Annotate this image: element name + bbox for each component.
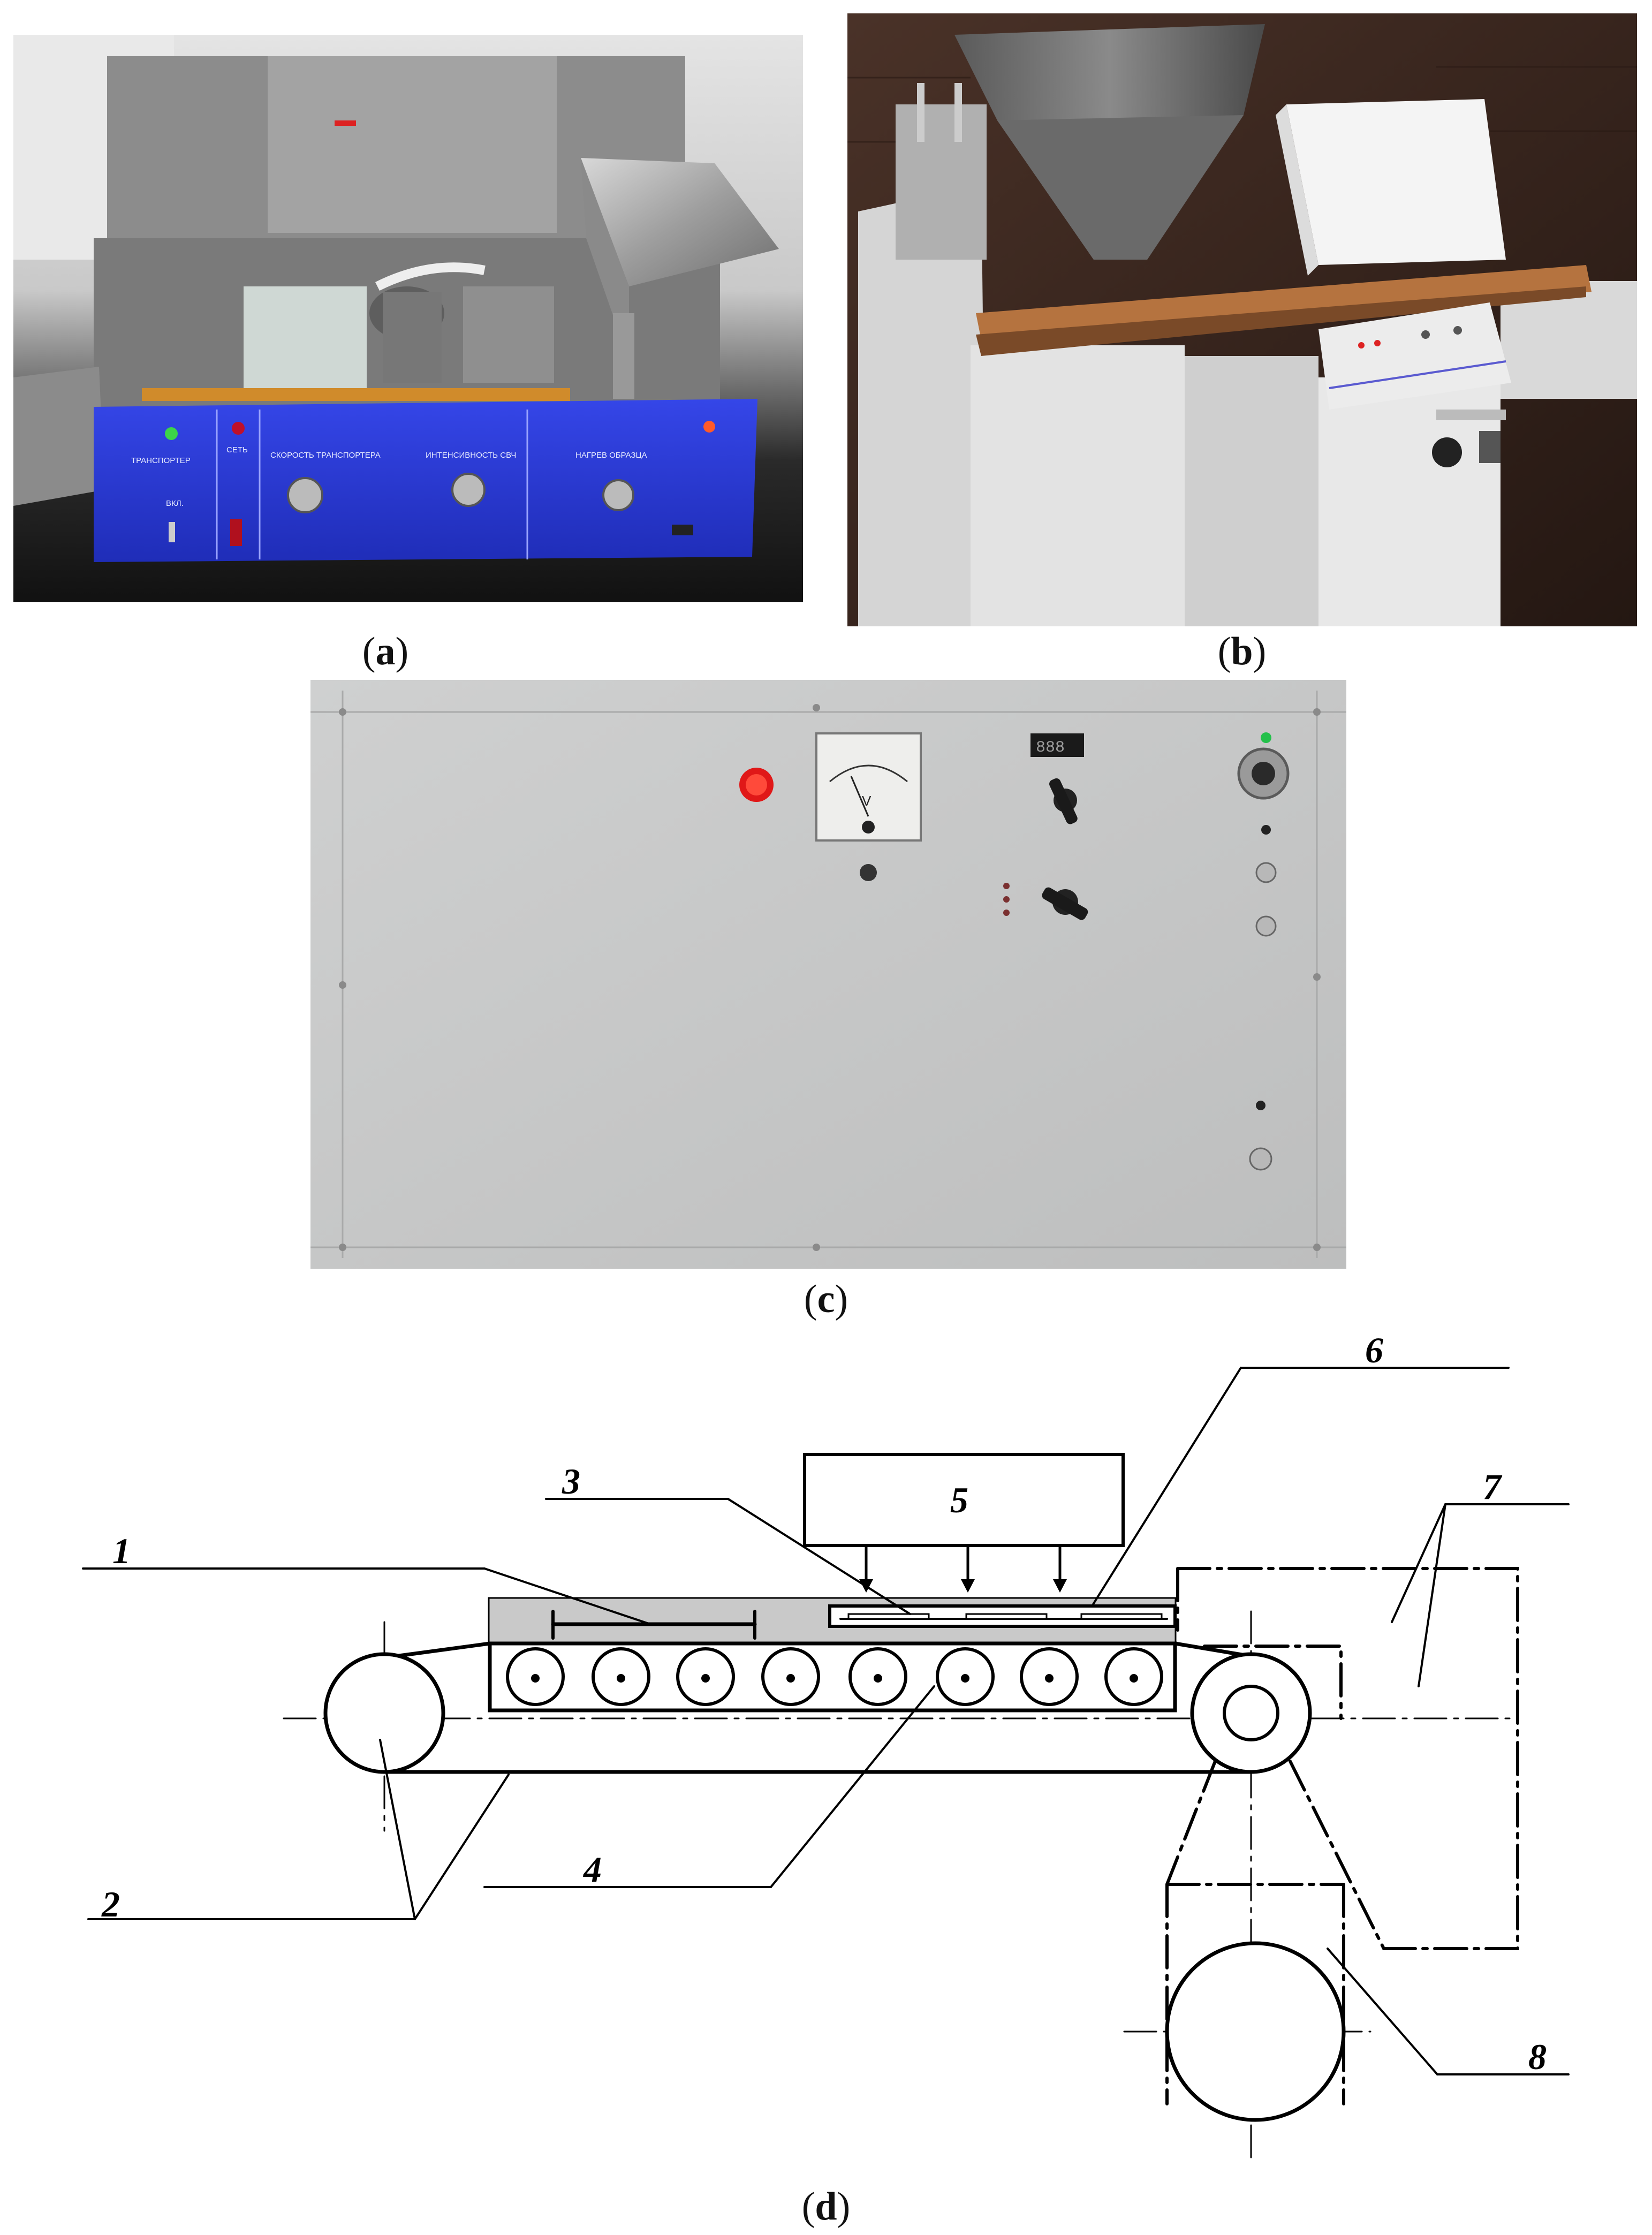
caption-c: (c) (804, 1277, 848, 1321)
panel-a-label-5: ВКЛ. (166, 499, 184, 508)
belt-top-right (1173, 1641, 1244, 1657)
label-1: 1 (112, 1531, 131, 1571)
label-4: 4 (582, 1849, 602, 1890)
photo-c-illustration: V 888 (310, 680, 1346, 1269)
photo-c: V 888 (310, 680, 1346, 1269)
photo-b-illustration (847, 13, 1637, 626)
conveyor-schematic: 1 2 3 4 5 6 7 8 (82, 1330, 1570, 2158)
label-2: 2 (101, 1884, 120, 1925)
photo-a: ТРАНСПОРТЕР СЕТЬ СКОРОСТЬ ТРАНСПОРТЕРА И… (13, 35, 803, 602)
caption-a: (a) (362, 630, 409, 673)
roller-axles (531, 1674, 1138, 1683)
caption-d: (d) (801, 2185, 851, 2229)
label-6: 6 (1365, 1330, 1383, 1370)
panel-a-label-4: НАГРЕВ ОБРАЗЦА (575, 451, 647, 460)
label-5: 5 (950, 1480, 968, 1520)
chamber-7 (1176, 1567, 1519, 1950)
label-7: 7 (1483, 1466, 1503, 1507)
label-3: 3 (562, 1461, 580, 1502)
panel-a-label-1: СЕТЬ (226, 445, 248, 454)
panel-a-label-3: ИНТЕНСИВНОСТЬ СВЧ (426, 451, 516, 460)
diagram-d: 1 2 3 4 5 6 7 8 (0, 1328, 1652, 2184)
right-pulley-hub (1223, 1685, 1279, 1741)
photo-b (847, 13, 1637, 626)
panel-a-label-2: СКОРОСТЬ ТРАНСПОРТЕРА (270, 451, 381, 460)
belt-top-left (397, 1641, 492, 1658)
caption-b: (b) (1217, 630, 1267, 673)
digital-display: 888 (1036, 739, 1065, 757)
right-pulley (1190, 1652, 1312, 1774)
panel-a-label-0: ТРАНСПОРТЕР (131, 456, 191, 465)
drive-8 (1165, 1760, 1385, 2105)
drive-pulley-8 (1165, 1941, 1346, 2122)
label-8: 8 (1528, 2036, 1547, 2077)
voltmeter-symbol: V (862, 793, 872, 809)
left-pulley (323, 1652, 445, 1774)
photo-a-illustration: ТРАНСПОРТЕР СЕТЬ СКОРОСТЬ ТРАНСПОРТЕРА И… (13, 35, 803, 602)
microwave-source-5 (803, 1453, 1125, 1547)
